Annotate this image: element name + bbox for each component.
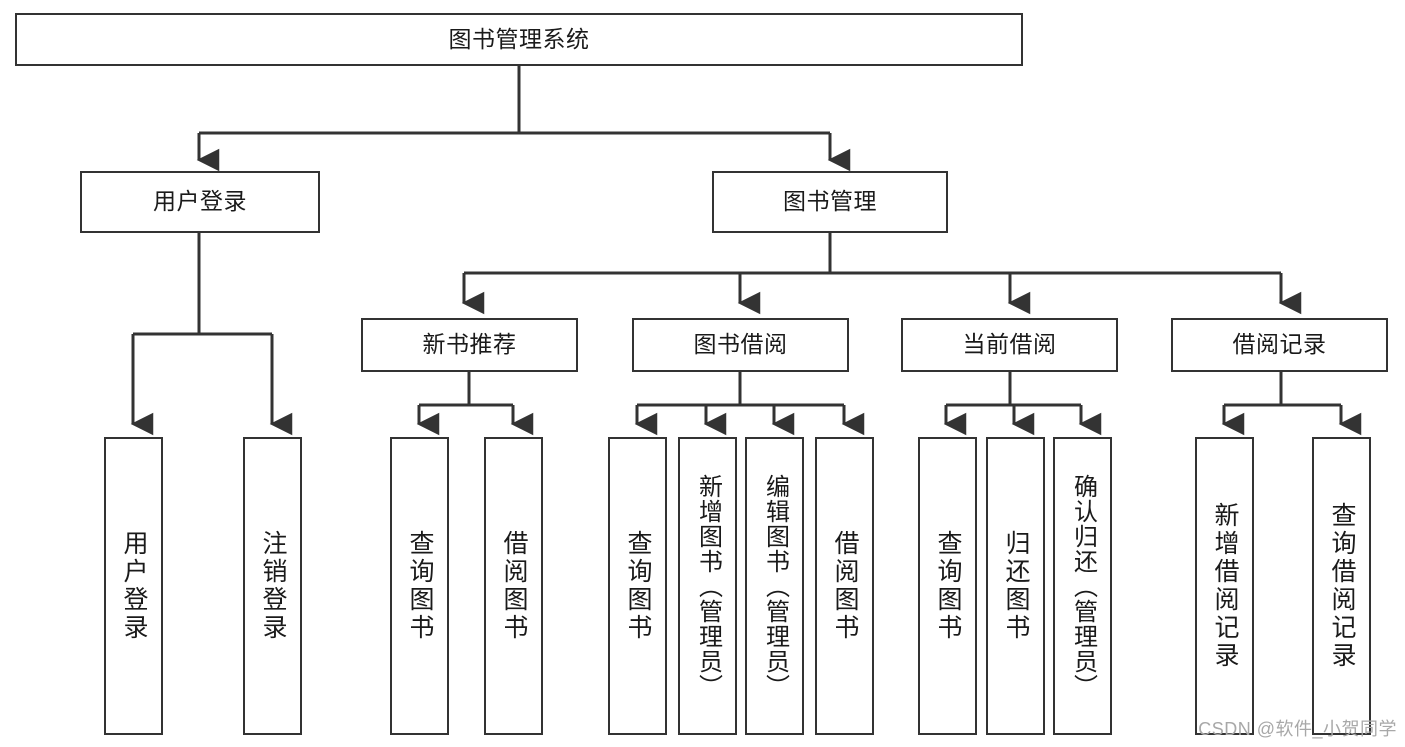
- node-label: 编辑图书（管理员）: [761, 473, 789, 699]
- node-label: 查询借阅记录: [1328, 502, 1356, 670]
- leaf-current-query-book[interactable]: 查询图书: [918, 437, 977, 735]
- node-label: 查询图书: [406, 530, 434, 642]
- node-label: 图书借阅: [693, 331, 788, 358]
- node-label: 新增图书（管理员）: [694, 473, 722, 699]
- watermark-text: CSDN @软件_小贺同学: [1198, 719, 1397, 739]
- node-book-borrow[interactable]: 图书借阅: [632, 318, 849, 372]
- node-new-book-recommend[interactable]: 新书推荐: [361, 318, 578, 372]
- node-label: 图书管理系统: [448, 25, 590, 52]
- leaf-borrow-query-book[interactable]: 查询图书: [608, 437, 667, 735]
- node-label: 归还图书: [1002, 530, 1030, 642]
- leaf-recommend-query-book[interactable]: 查询图书: [390, 437, 449, 735]
- node-label: 新增借阅记录: [1211, 502, 1239, 670]
- leaf-recommend-borrow-book[interactable]: 借阅图书: [484, 437, 543, 735]
- node-label: 当前借阅: [962, 331, 1057, 358]
- node-label: 借阅图书: [831, 530, 859, 642]
- node-current-borrow[interactable]: 当前借阅: [901, 318, 1118, 372]
- node-borrow-records[interactable]: 借阅记录: [1171, 318, 1388, 372]
- node-book-management[interactable]: 图书管理: [712, 171, 948, 233]
- leaf-borrow-edit-book-admin[interactable]: 编辑图书（管理员）: [745, 437, 804, 735]
- node-label: 借阅记录: [1232, 331, 1327, 358]
- leaf-current-return-book[interactable]: 归还图书: [986, 437, 1045, 735]
- node-label: 借阅图书: [500, 530, 528, 642]
- leaf-records-query-record[interactable]: 查询借阅记录: [1312, 437, 1371, 735]
- node-label: 新书推荐: [422, 331, 517, 358]
- leaf-borrow-add-book-admin[interactable]: 新增图书（管理员）: [678, 437, 737, 735]
- node-label: 查询图书: [624, 530, 652, 642]
- node-root-system[interactable]: 图书管理系统: [15, 13, 1023, 66]
- leaf-records-add-record[interactable]: 新增借阅记录: [1195, 437, 1254, 735]
- node-user-login[interactable]: 用户登录: [80, 171, 320, 233]
- leaf-user-login-logout[interactable]: 注销登录: [243, 437, 302, 735]
- leaf-current-confirm-return-admin[interactable]: 确认归还（管理员）: [1053, 437, 1112, 735]
- node-label: 注销登录: [259, 530, 287, 642]
- node-label: 确认归还（管理员）: [1069, 473, 1097, 699]
- node-label: 查询图书: [934, 530, 962, 642]
- node-label: 用户登录: [120, 530, 148, 642]
- leaf-borrow-borrow-book[interactable]: 借阅图书: [815, 437, 874, 735]
- leaf-user-login-login[interactable]: 用户登录: [104, 437, 163, 735]
- node-label: 用户登录: [153, 188, 247, 215]
- node-label: 图书管理: [783, 188, 877, 215]
